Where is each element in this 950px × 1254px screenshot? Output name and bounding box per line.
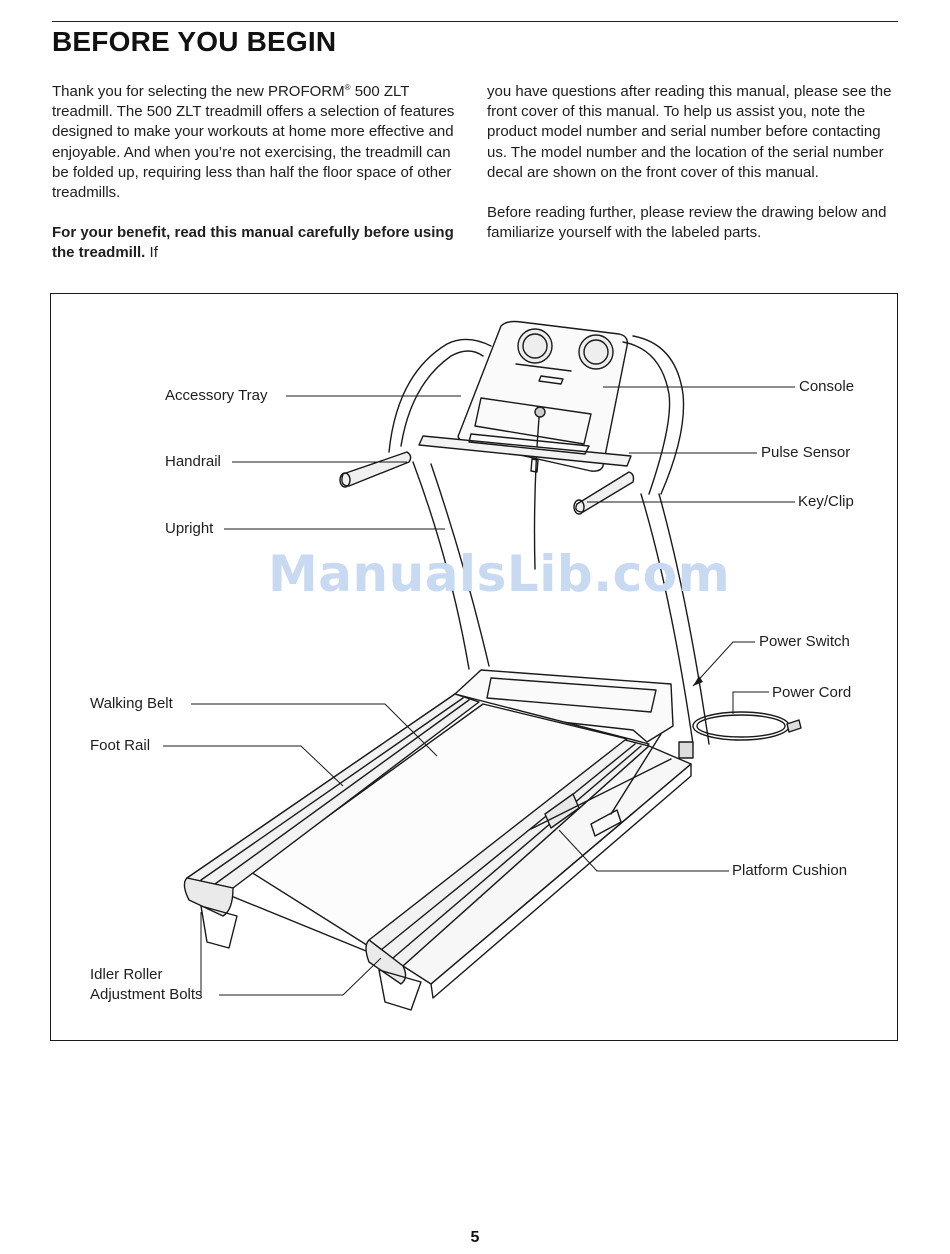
intro-column-right: you have questions after reading this ma… xyxy=(487,82,902,263)
intro-column-left: Thank you for selecting the new PROFORM®… xyxy=(52,82,467,283)
intro-paragraph-2: For your benefit, read this manual caref… xyxy=(52,223,467,263)
label-key-clip: Key/Clip xyxy=(798,493,854,510)
label-platform-cushion: Platform Cushion xyxy=(732,862,848,879)
page-title: BEFORE YOU BEGIN xyxy=(52,26,337,57)
label-power-switch: Power Switch xyxy=(759,633,850,650)
label-accessory-tray: Accessory Tray xyxy=(165,387,268,404)
leader-idler-roller xyxy=(219,957,382,996)
intro-paragraph-1: Thank you for selecting the new PROFORM®… xyxy=(52,82,467,203)
label-upright: Upright xyxy=(165,520,214,537)
intro-paragraph-2-cont: you have questions after reading this ma… xyxy=(487,83,892,181)
intro-p2-bold: For your benefit, read this manual caref… xyxy=(52,224,454,262)
treadmill-illustration-icon xyxy=(163,320,802,1011)
page-number: 5 xyxy=(470,1229,480,1246)
top-rule xyxy=(52,21,898,22)
leader-foot-rail xyxy=(163,745,344,787)
intro-p2-rest-a: If xyxy=(145,244,158,262)
label-console: Console xyxy=(799,378,855,395)
leader-power-switch xyxy=(692,641,755,687)
label-foot-rail: Foot Rail xyxy=(90,737,151,754)
leader-power-cord xyxy=(732,691,769,714)
leader-platform-cushion xyxy=(558,829,729,872)
watermark: ManualsLib.com xyxy=(268,545,731,603)
label-idler-roller-1: Idler Roller xyxy=(90,966,163,983)
label-idler-roller-2: Adjustment Bolts xyxy=(90,986,203,1003)
label-handrail: Handrail xyxy=(165,453,221,470)
registered-mark: ® xyxy=(344,83,351,92)
intro-p1-end: 500 ZLT treadmill. The 500 ZLT treadmill… xyxy=(52,83,455,202)
label-power-cord: Power Cord xyxy=(772,684,852,701)
leader-walking-belt xyxy=(191,703,438,757)
label-walking-belt: Walking Belt xyxy=(90,695,173,712)
label-pulse-sensor: Pulse Sensor xyxy=(761,444,851,461)
parts-diagram: Accessory Tray Handrail Upright Walking … xyxy=(50,293,898,1041)
intro-p1-start: Thank you for selecting the new PROFORM xyxy=(52,83,345,100)
intro-paragraph-3: Before reading further, please review th… xyxy=(487,204,887,242)
